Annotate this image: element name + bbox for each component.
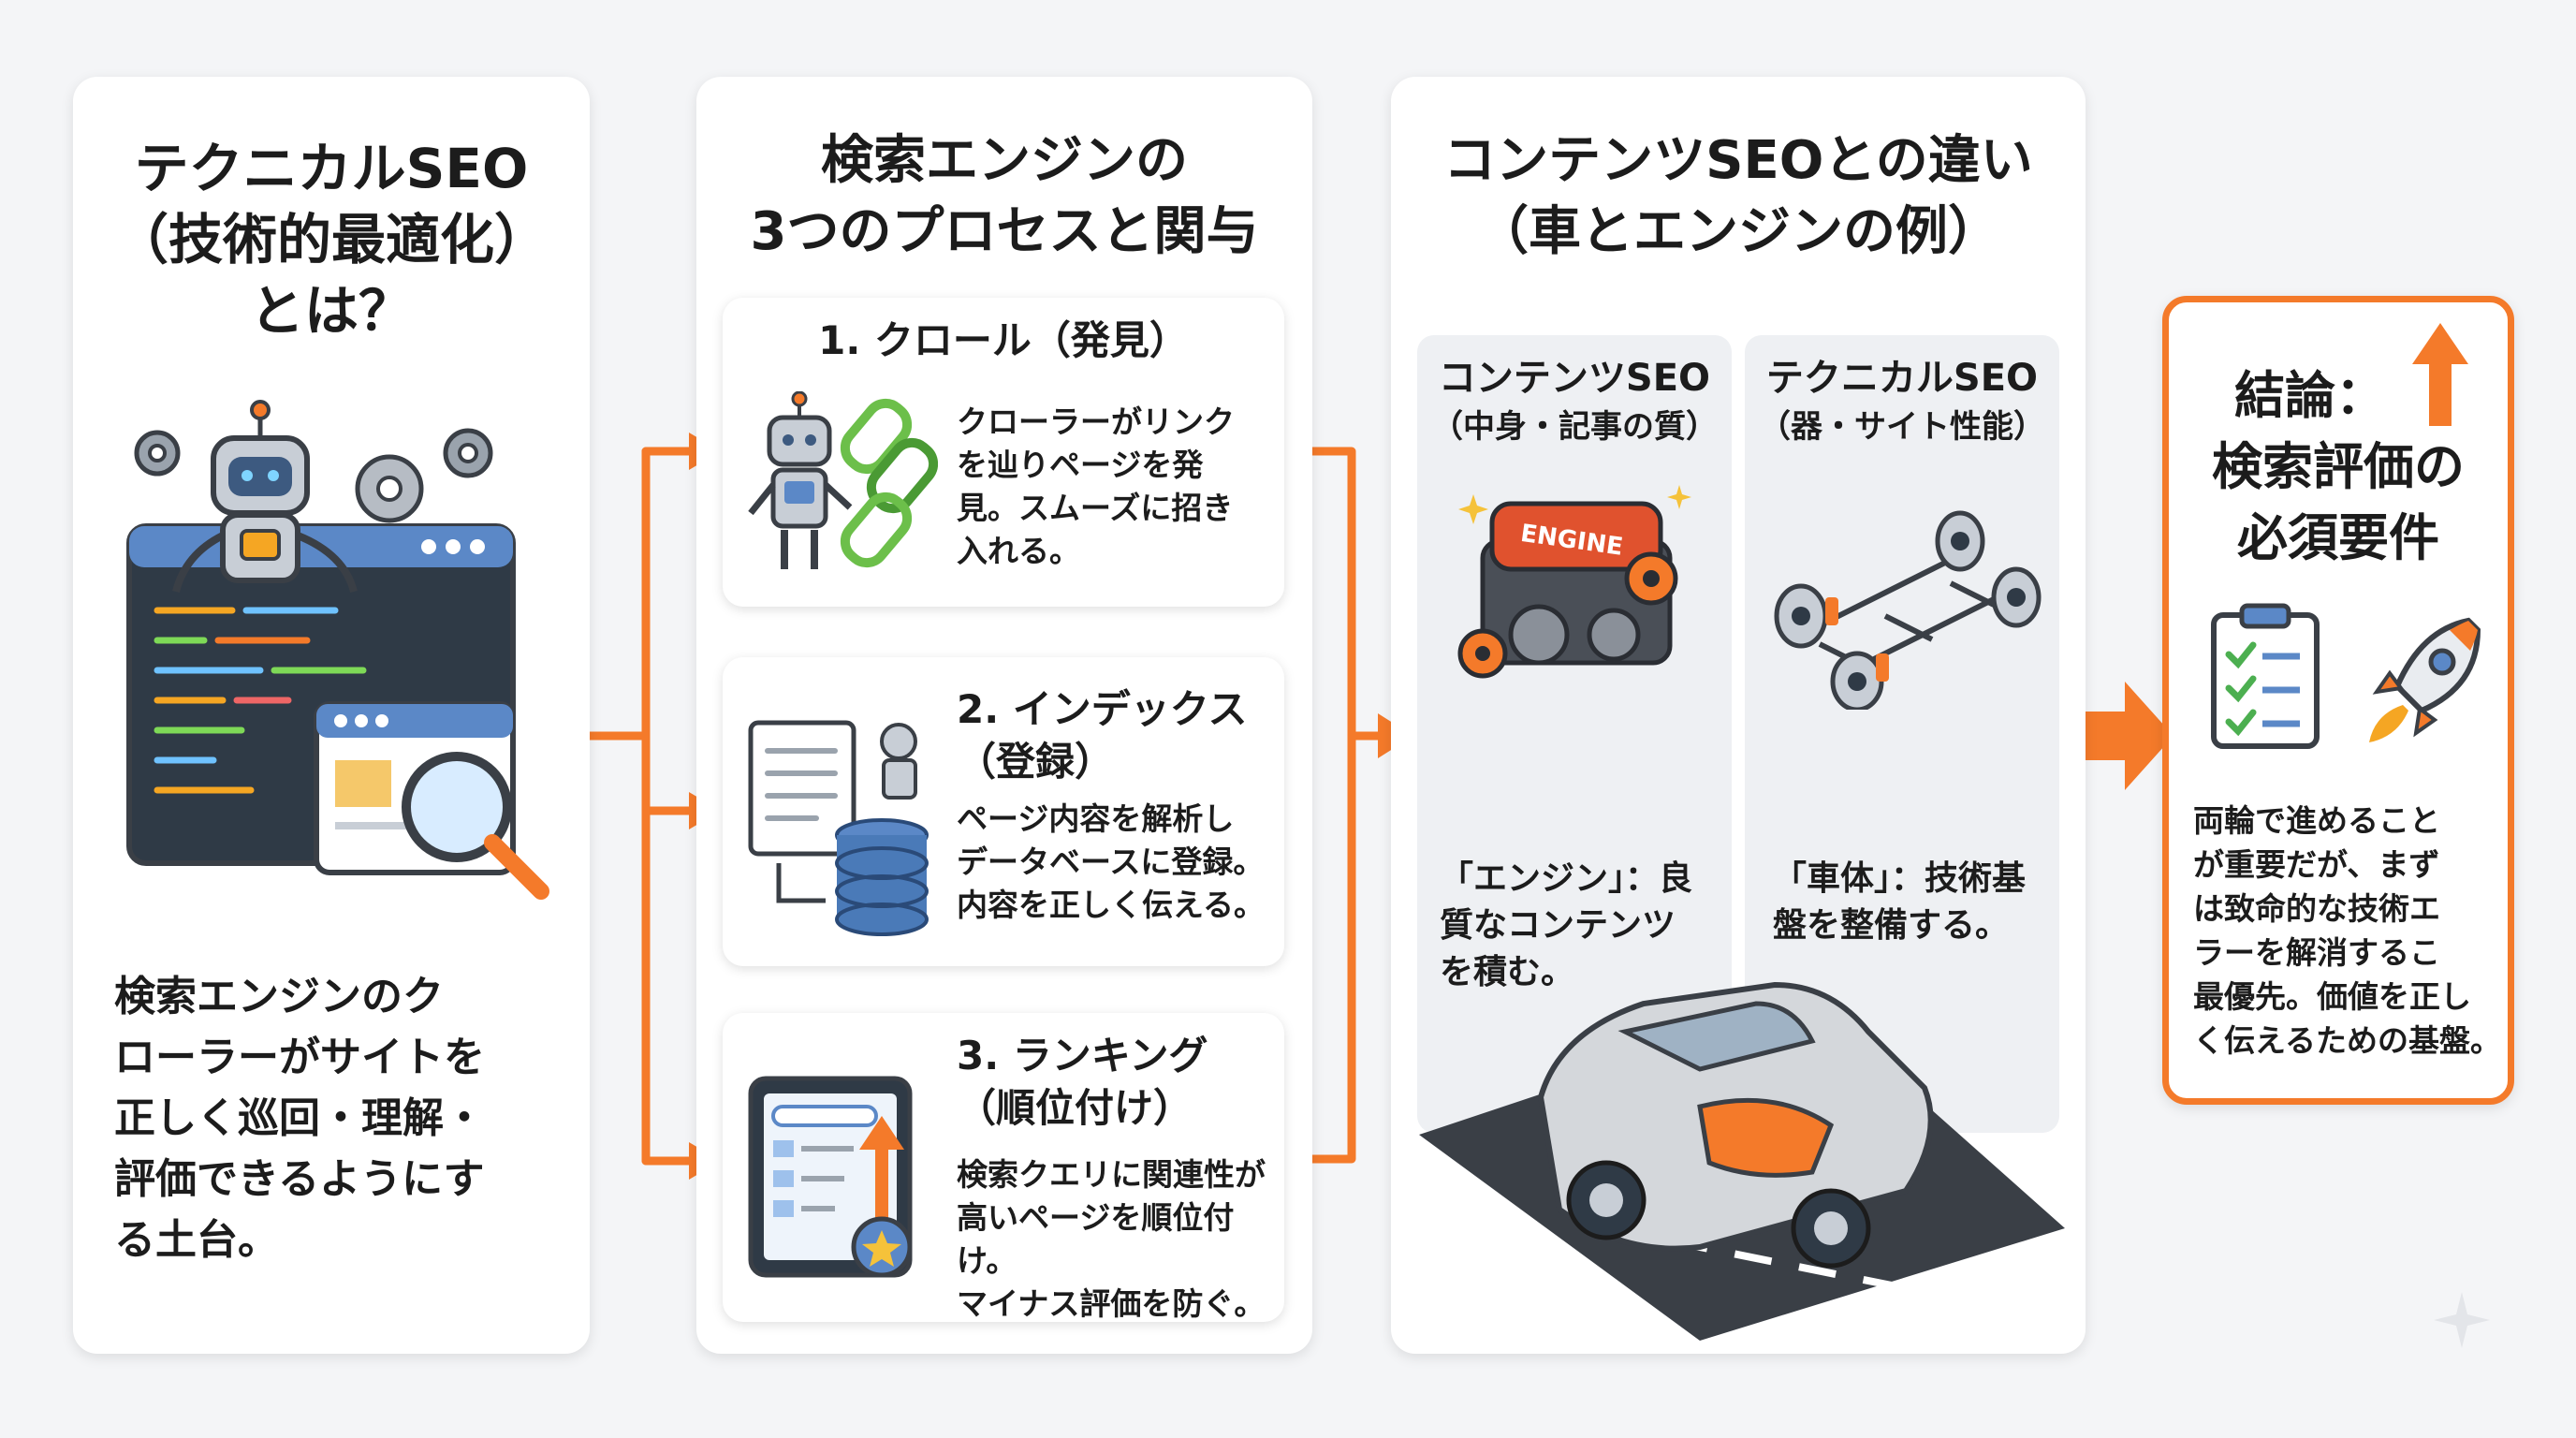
up-arrow-icon [2412,323,2468,426]
car-on-road-icon [1419,947,2065,1341]
panel4-body-line: が重要だが、まず [2193,846,2440,883]
panel1-body-line: ローラーがサイトを [114,1034,485,1081]
step-title: 2. インデックス （登録） [957,683,1275,788]
panel1-body: 検索エンジンのク ローラーがサイトを 正しく巡回・理解・ 評価できるようにす る… [114,966,564,1270]
rocket-icon [2356,611,2487,752]
step-body-line: を辿りページを発 [957,447,1204,483]
panel4-body: 両輪で進めること が重要だが、まず は致命的な技術エ ラーを解消するこ 最優先。… [2193,799,2502,1063]
content-vs-technical-panel: コンテンツSEOとの違い （車とエンジンの例） コンテンツSEO （中身・記事の… [1391,77,2086,1354]
step-title-line: 1. クロール（発見） [818,317,1189,363]
panel2-title-line: 検索エンジンの [821,130,1188,191]
robot-icon [172,400,358,594]
step-title-line: 3. ランキング [957,1033,1208,1078]
column-title: コンテンツSEO （中身・記事の質） [1417,354,1732,451]
column-title-line: （器・サイト性能） [1759,408,2045,446]
column-title-line: （中身・記事の質） [1431,408,1718,446]
panel1-title-line: （技術的最適化） [113,208,549,271]
step-crawl-card: 1. クロール（発見） クローラーがリンク を辿りページを発 [723,298,1284,607]
step-body-line: 入れる。 [957,533,1080,569]
panel4-body-line: 両輪で進めること [2193,802,2440,839]
column-body: 「エンジン」：良 質なコンテンツ を積む。 [1440,856,1720,996]
panel2-title-line: 3つのプロセスと関与 [750,201,1259,262]
robot-chain-icon [741,390,939,588]
step-body: クローラーがリンク を辿りページを発 見。スムーズに招き 入れる。 [957,401,1275,573]
panel1-title-line: とは？ [249,279,413,343]
document-database-icon [741,704,947,947]
panel3-title-line: コンテンツSEOとの違い [1443,130,2033,191]
step-body-line: ページ内容を解析し [957,800,1235,837]
panel3-title-line: （車とエンジンの例） [1476,201,2000,262]
step-title: 1. クロール（発見） [723,315,1284,367]
panel3-title: コンテンツSEOとの違い （車とエンジンの例） [1391,125,2086,268]
content-seo-column: コンテンツSEO （中身・記事の質） ENGINE 「エンジン」：良 [1417,335,1732,1133]
panel1-illustration [120,395,569,919]
step-index-card: 2. インデックス （登録） ページ内容を解析し デー [723,657,1284,966]
step-body-line: クローラーがリンク [957,404,1235,440]
step-title-line: （順位付け） [957,1085,1193,1131]
step-title-line: 2. インデックス [957,686,1248,732]
step-ranking-card: 3. ランキング （順位付け） 検索クエリに関連性が 高いページを順位付け。 マ… [723,1013,1284,1322]
column-body-line: 盤を整備する。 [1773,906,2010,945]
engine-icon: ENGINE [1445,476,1707,700]
step-title: 3. ランキング （順位付け） [957,1030,1275,1135]
panel1-body-line: 正しく巡回・理解・ [114,1094,485,1142]
panel4-title-line: 必須要件 [2237,508,2439,567]
panel1-title: テクニカルSEO （技術的最適化） とは？ [73,133,590,346]
car-chassis-icon [1764,494,2044,712]
sparkle-icon [2434,1292,2490,1348]
step-body-line: マイナス評価を防ぐ。 [957,1285,1266,1322]
column-title-line: コンテンツSEO [1438,357,1711,400]
column-body-line: 質なコンテンツ [1440,906,1676,945]
panel1-body-line: 検索エンジンのク [114,973,444,1020]
panel4-body-line: 最優先。価値を正し [2193,978,2471,1015]
step-body-line: データベースに登録。 [957,844,1265,880]
step-body: ページ内容を解析し データベースに登録。 内容を正しく伝える。 [957,798,1280,927]
column-title-line: テクニカルSEO [1765,357,2039,400]
conclusion-panel: 結論： 検索評価の 必須要件 両輪で進めること が重要だが、まず [2162,296,2514,1105]
step-body-line: 内容を正しく伝える。 [957,887,1266,923]
search-process-panel: 検索エンジンの 3つのプロセスと関与 1. クロール（発見） [696,77,1312,1354]
column-body: 「車体」：技術基 盤を整備する。 [1773,856,2054,949]
checklist-icon [2206,602,2328,752]
panel1-title-line: テクニカルSEO [134,137,529,200]
step-body: 検索クエリに関連性が 高いページを順位付け。 マイナス評価を防ぐ。 [957,1153,1280,1326]
step-title-line: （登録） [957,739,1115,785]
step-body-line: 高いページを順位付け。 [957,1199,1235,1279]
panel4-title-line: 結論： [2234,366,2386,425]
magnifier-icon [402,752,549,900]
panel4-body-line: く伝えるための基盤。 [2193,1022,2502,1059]
panel2-title: 検索エンジンの 3つのプロセスと関与 [696,125,1312,268]
ranking-tablet-icon [741,1060,947,1294]
panel4-title-line: 検索評価の [2212,437,2465,496]
column-body-line: 「エンジン」：良 [1440,859,1693,898]
column-body-line: を積む。 [1440,953,1575,991]
panel1-body-line: る土台。 [114,1216,279,1264]
panel4-body-line: は致命的な技術エ [2193,890,2440,927]
column-title: テクニカルSEO （器・サイト性能） [1745,354,2059,451]
step-body-line: 見。スムーズに招き [957,490,1234,526]
panel4-body-line: ラーを解消するこ [2193,934,2440,971]
technical-seo-panel: テクニカルSEO （技術的最適化） とは？ [73,77,590,1354]
panel1-body-line: 評価できるようにす [114,1155,485,1203]
panel4-title: 結論： 検索評価の 必須要件 [2169,360,2508,574]
step-body-line: 検索クエリに関連性が [957,1156,1266,1193]
column-body-line: 「車体」：技術基 [1773,859,2027,898]
gear-icon [134,428,493,523]
